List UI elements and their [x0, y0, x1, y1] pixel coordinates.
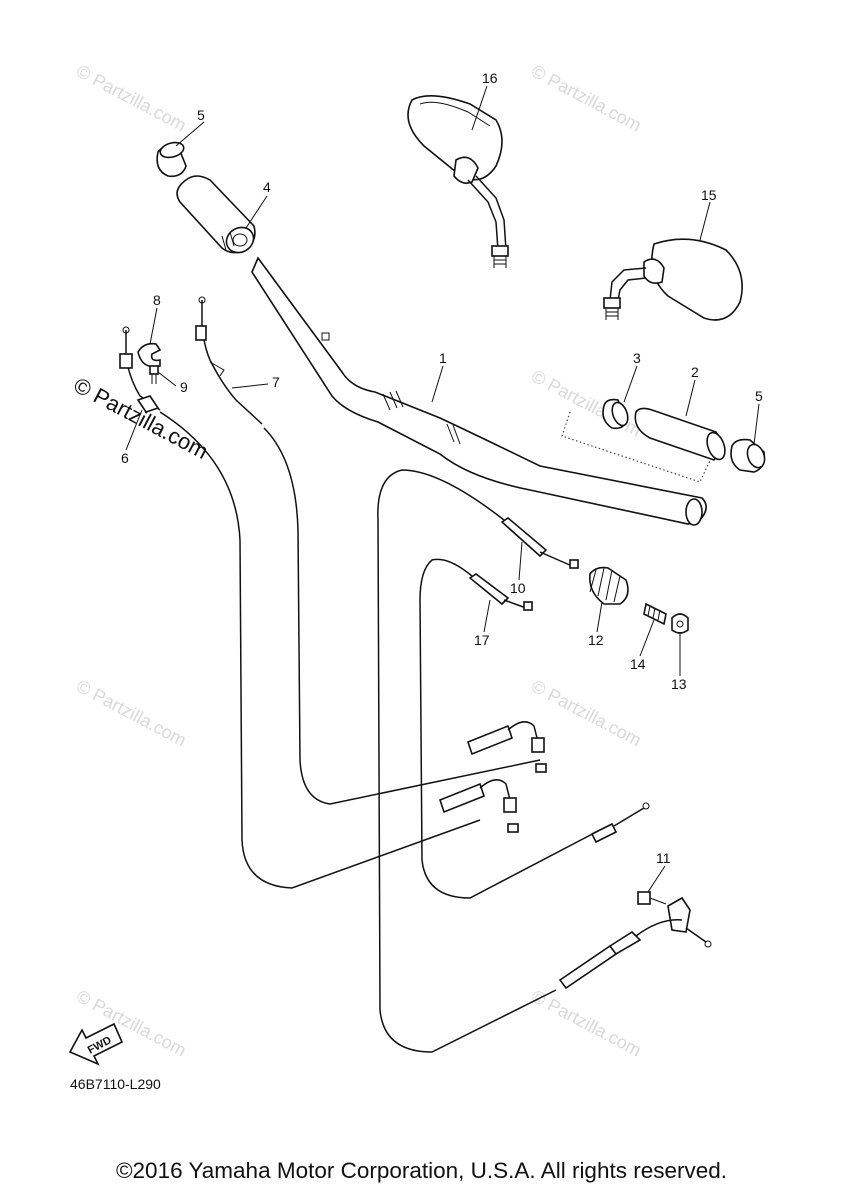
callout-6: 6 [121, 450, 129, 466]
watermark: © Partzilla.com [528, 61, 644, 136]
callout-13: 13 [671, 676, 687, 692]
watermark: © Partzilla.com [528, 986, 644, 1061]
clutch-cable [195, 296, 541, 805]
throttle-cable-17 [419, 558, 601, 899]
throttle-cable-10 [377, 469, 579, 1053]
bracket-11 [558, 891, 712, 990]
watermark-bold: © Partzilla.com [70, 372, 213, 464]
callout-1: 1 [439, 350, 447, 366]
throttle-grip [176, 175, 256, 254]
callouts: 5 4 16 15 8 9 7 6 1 3 2 5 10 17 12 14 13… [121, 70, 763, 866]
callout-11: 11 [656, 850, 671, 866]
grip-end-left [156, 141, 187, 178]
callout-5: 5 [755, 388, 763, 404]
cable-6-assembly [119, 326, 481, 889]
adjuster-14 [643, 602, 667, 626]
mirror-left [407, 95, 509, 268]
clip-8 [137, 342, 162, 368]
drawing-code: 46B7110-L290 [70, 1076, 161, 1092]
nut-13 [671, 613, 689, 634]
callout-9: 9 [180, 379, 188, 395]
watermark: © Partzilla.com [528, 676, 644, 751]
callout-3: 3 [633, 350, 641, 366]
callout-10: 10 [510, 580, 526, 596]
callout-7: 7 [272, 374, 280, 390]
callout-14: 14 [630, 656, 646, 672]
callout-8: 8 [153, 292, 161, 308]
callout-4: 4 [263, 179, 271, 195]
callout-16: 16 [482, 70, 498, 86]
leader-lines [125, 85, 760, 893]
copyright-notice: ©2016 Yamaha Motor Corporation, U.S.A. A… [115, 1158, 728, 1183]
handlebar [251, 256, 707, 526]
callout-12: 12 [588, 632, 604, 648]
watermark: © Partzilla.com [73, 676, 189, 751]
callout-5: 5 [197, 107, 205, 123]
fwd-arrow-icon: FWD [68, 1022, 124, 1066]
watermark: © Partzilla.com [73, 61, 189, 136]
callout-2: 2 [691, 364, 699, 380]
boot-12 [588, 566, 629, 605]
callout-17: 17 [474, 632, 490, 648]
screw-9 [149, 365, 159, 384]
right-grip-assembly [561, 398, 766, 483]
callout-15: 15 [701, 187, 717, 203]
watermark: © Partzilla.com [528, 366, 644, 441]
cable-end-fittings [439, 721, 650, 844]
mirror-right [603, 238, 743, 321]
